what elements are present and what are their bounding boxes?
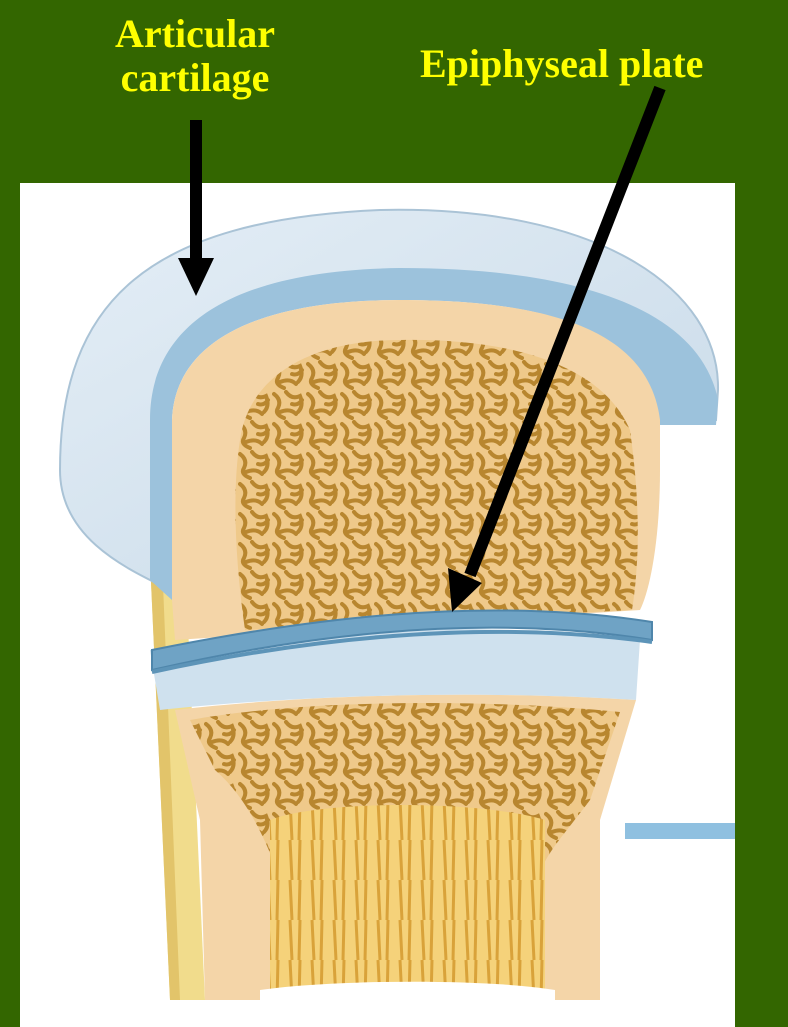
epiphyseal-plate-label: Epiphyseal plate [420,42,788,86]
articular-label-line2: cartilage [70,56,320,100]
articular-cartilage-label: Articular cartilage [70,12,320,100]
pointer-line [625,823,735,839]
marrow-cavity [270,805,545,1000]
articular-label-line1: Articular [70,12,320,56]
epiphysis-spongy-bone [235,340,637,630]
